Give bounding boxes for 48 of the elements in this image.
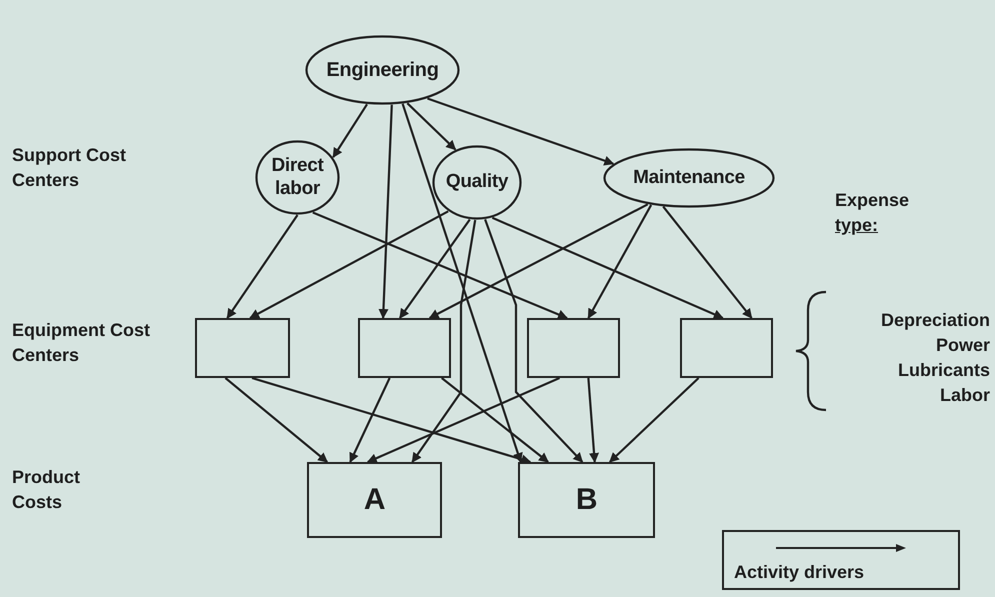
ellipse-node [255,140,340,215]
arrow [441,377,549,463]
process-box [527,318,620,378]
arrow [484,219,584,463]
arrow [224,377,328,463]
row-label: Labor [938,384,990,407]
arrow [609,377,700,463]
ellipse-node [432,145,522,220]
process-box [195,318,290,378]
arrow [398,218,471,319]
arrow [252,376,532,464]
process-box [680,318,773,378]
row-label: Expense [835,189,910,212]
row-label: Product Costs [12,466,82,514]
arrow [662,206,752,319]
arrow [428,203,648,319]
row-label: Depreciation [880,309,990,332]
arrow [427,97,614,166]
arrow [312,211,568,320]
arrow [411,220,476,463]
row-label: Power [934,334,990,357]
arrow [406,102,456,150]
arrow [349,378,391,463]
arrow [492,216,724,319]
node-label: Engineering [326,58,439,82]
arrow [587,378,600,463]
arrow [366,377,560,463]
row-label: Equipment Cost Centers [12,319,151,367]
node-label: Maintenance [633,166,745,190]
row-label: Support Cost Centers [12,144,127,192]
arrow [587,204,652,319]
node-label: B [576,482,598,518]
node-label: A [364,482,386,518]
arrow [378,104,393,319]
arrow [332,104,368,158]
ellipse-node [603,148,775,208]
row-label: Lubricants [896,359,990,382]
process-box [518,462,655,538]
arrow [249,210,449,319]
node-label: Direct labor [270,154,325,200]
node-label: Quality [446,171,508,194]
row-label: type: [835,214,880,237]
arrow [226,214,298,319]
arrow [402,103,523,463]
legend-label: Activity drivers [734,562,864,583]
process-box [307,462,442,538]
process-box [358,318,451,378]
ellipse-node [305,35,460,105]
